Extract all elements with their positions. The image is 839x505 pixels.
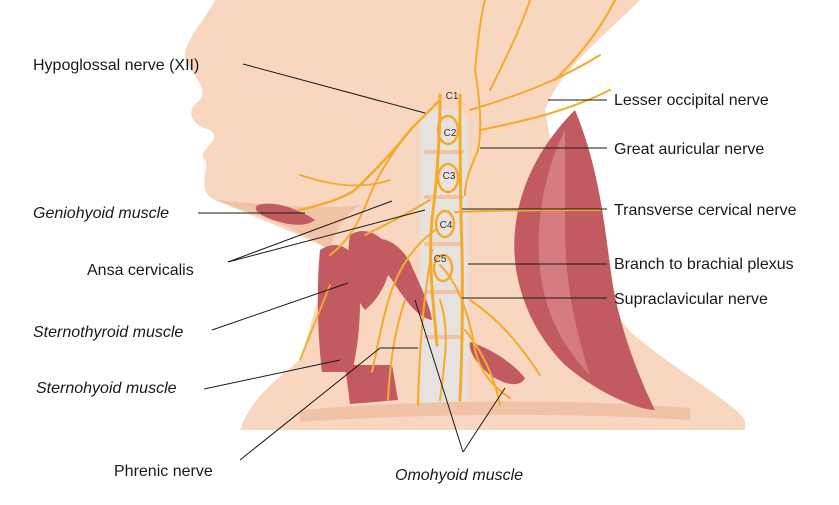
geniohyoid-muscle bbox=[255, 203, 315, 225]
nerve-network bbox=[298, 0, 616, 406]
vertebra-label-c4: C4 bbox=[440, 220, 453, 231]
vertebra-label-c5: C5 bbox=[434, 254, 447, 265]
omohyoid-inferior-belly bbox=[469, 342, 525, 385]
vertebra-label-c3: C3 bbox=[443, 171, 456, 182]
label-lesser-occipital-nerve: Lesser occipital nerve bbox=[614, 92, 769, 109]
sternohyoid-muscle bbox=[317, 245, 360, 372]
label-omohyoid-muscle: Omohyoid muscle bbox=[395, 467, 523, 484]
label-great-auricular-nerve: Great auricular nerve bbox=[614, 141, 764, 158]
sternal-muscle-block bbox=[345, 365, 398, 404]
trapezius-highlight bbox=[538, 130, 590, 375]
vertebra-label-c2: C2 bbox=[444, 128, 457, 139]
label-phrenic-nerve: Phrenic nerve bbox=[114, 463, 213, 480]
label-transverse-cervical-nerve: Transverse cervical nerve bbox=[614, 202, 797, 219]
label-supraclavicular-nerve: Supraclavicular nerve bbox=[614, 291, 768, 308]
clavicle bbox=[300, 401, 690, 422]
label-geniohyoid-muscle: Geniohyoid muscle bbox=[33, 205, 169, 222]
label-sternohyoid-muscle: Sternohyoid muscle bbox=[36, 380, 177, 397]
label-ansa-cervicalis: Ansa cervicalis bbox=[87, 262, 194, 279]
omohyoid-superior-belly bbox=[370, 238, 432, 320]
label-branch-to-brachial-plexus: Branch to brachial plexus bbox=[614, 256, 794, 273]
leader-lines bbox=[198, 63, 607, 461]
vertebral-segments bbox=[424, 150, 464, 339]
label-sternothyroid-muscle: Sternothyroid muscle bbox=[33, 324, 183, 341]
label-hypoglossal-nerve: Hypoglossal nerve (XII) bbox=[33, 57, 199, 74]
vertebra-label-c1: C1 bbox=[446, 91, 459, 102]
